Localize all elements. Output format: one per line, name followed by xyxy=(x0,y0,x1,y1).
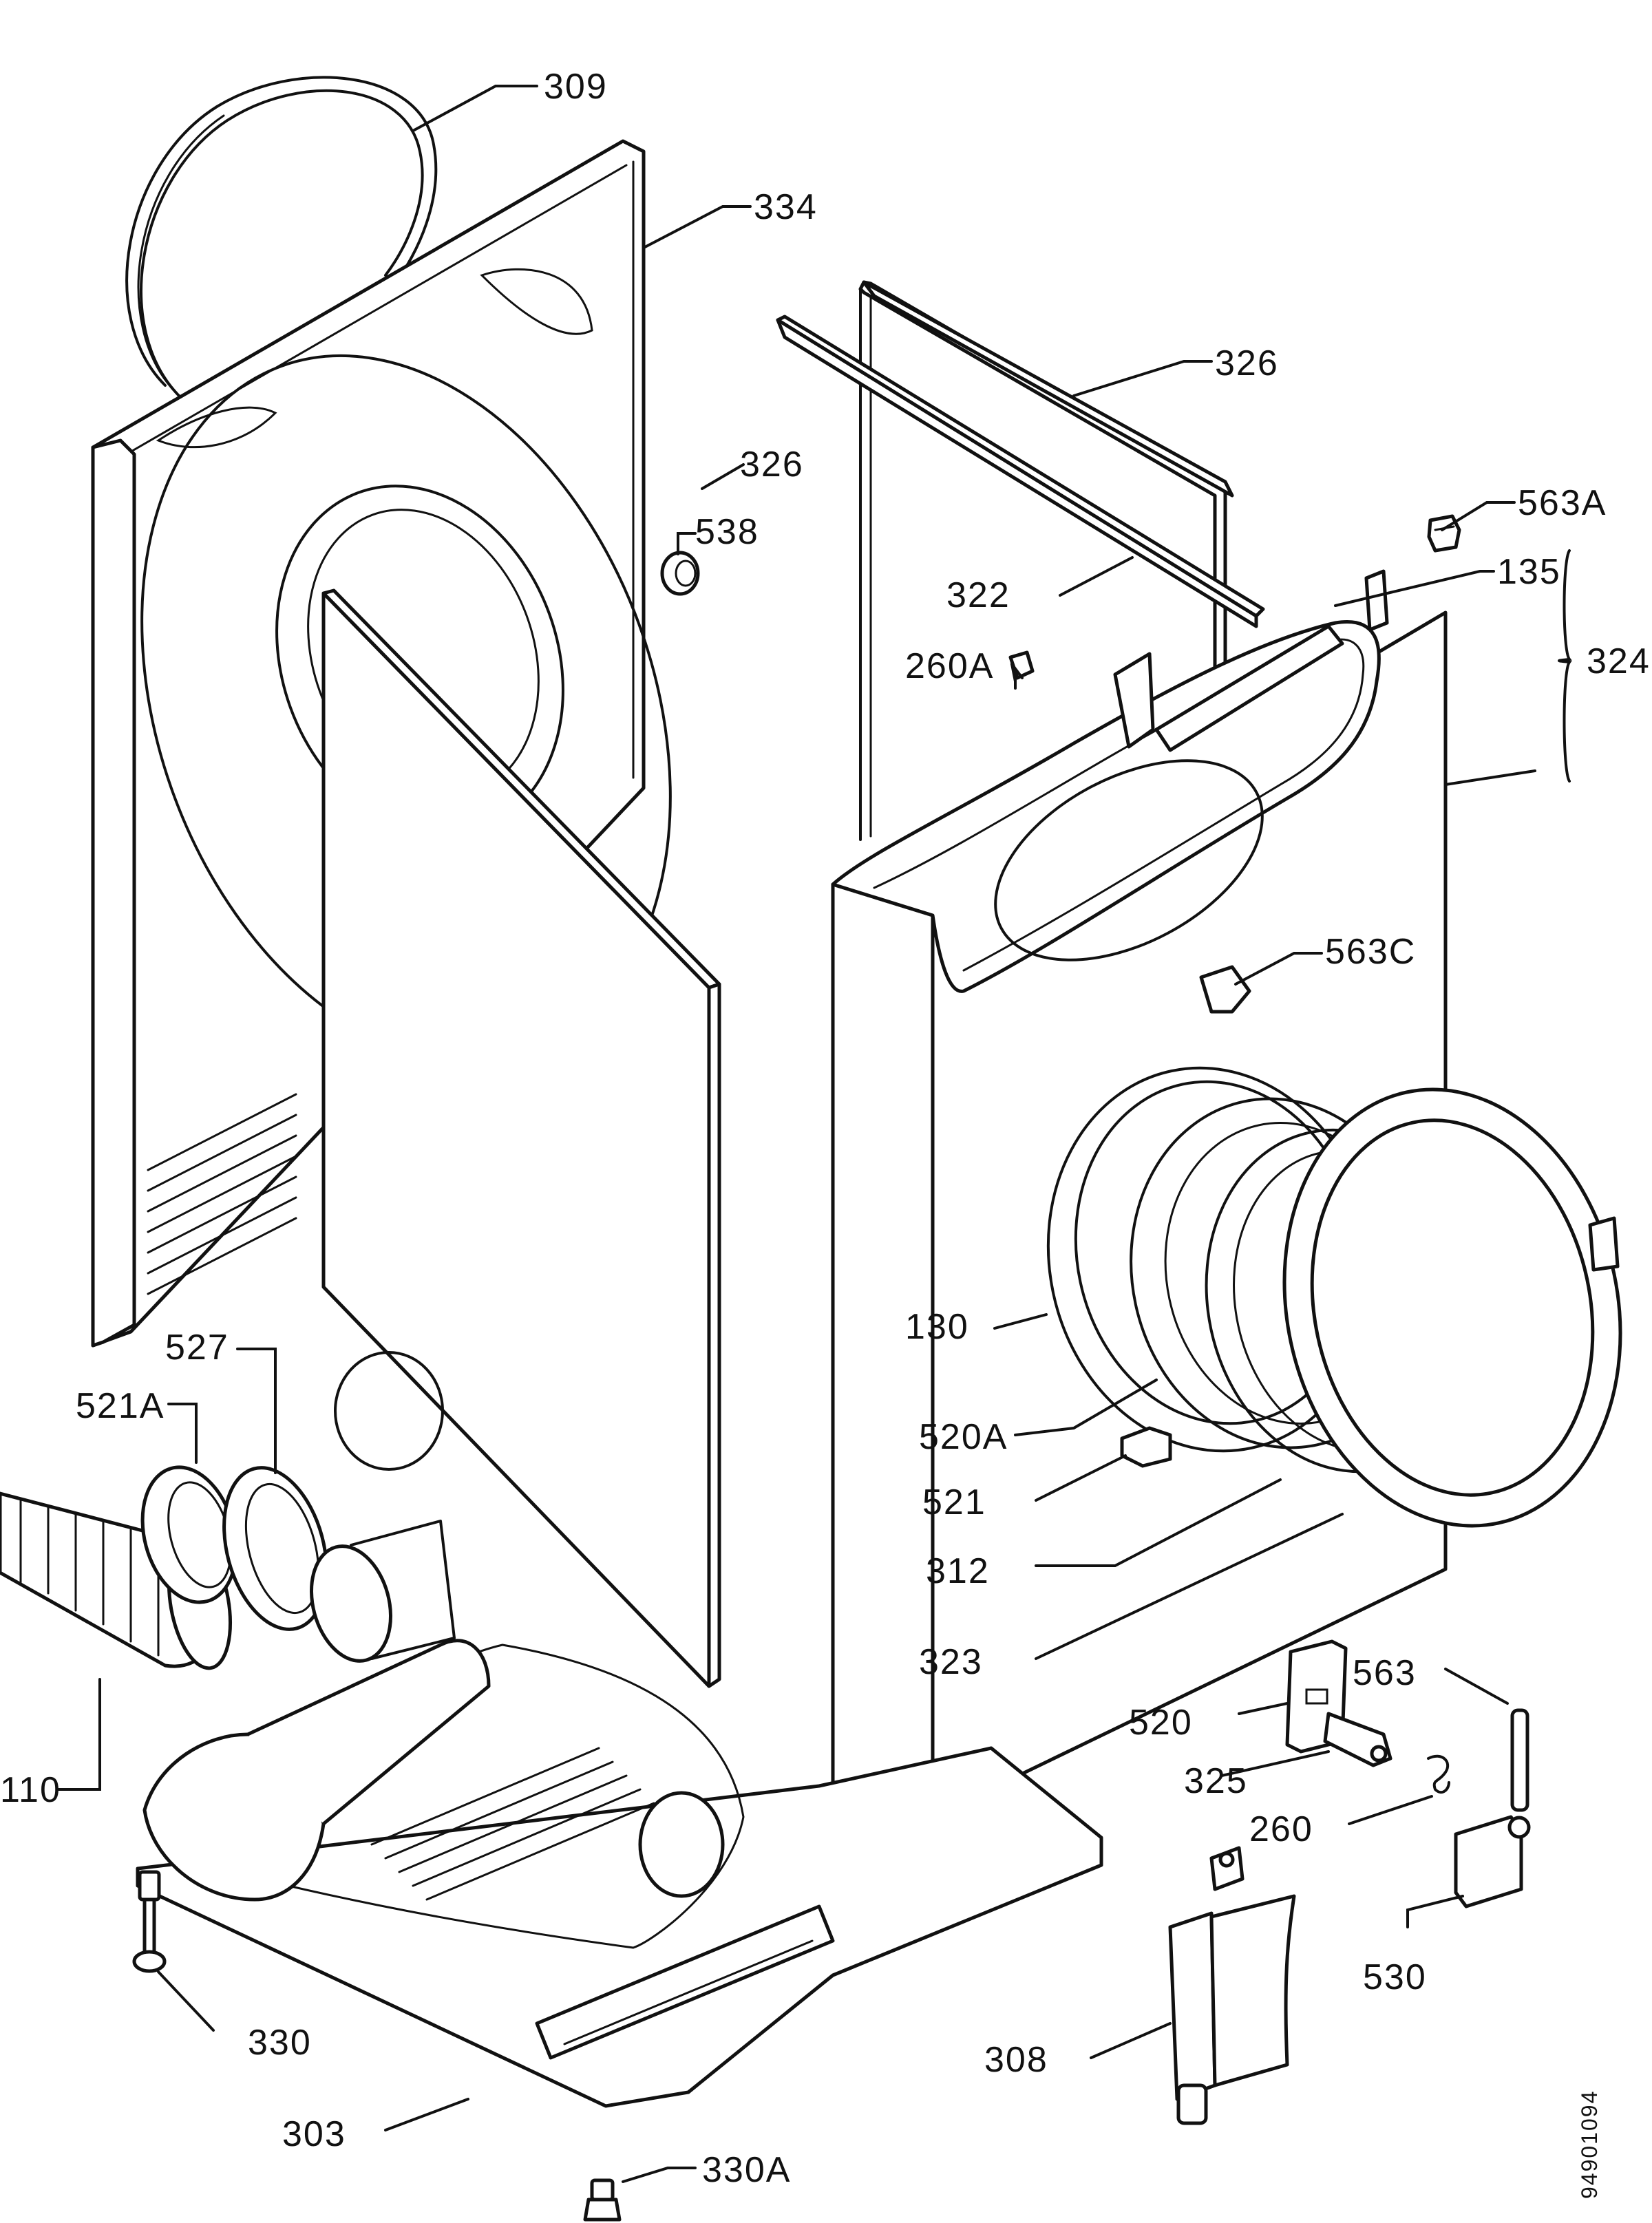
callout-130: 130 xyxy=(905,1307,969,1347)
rear-panel-vents xyxy=(147,1093,297,1295)
part-303-base xyxy=(136,1639,1103,2108)
part-324-cabinet xyxy=(831,569,1622,1819)
callout-322: 322 xyxy=(946,575,1010,615)
part-563C-catch xyxy=(1199,965,1251,1014)
callout-110: 110 xyxy=(0,1770,61,1810)
part-330-foot xyxy=(132,1870,167,1973)
callout-326-left: 326 xyxy=(740,445,804,485)
callout-521A: 521A xyxy=(76,1386,165,1426)
callout-308: 308 xyxy=(984,2040,1048,2080)
callout-260A: 260A xyxy=(905,646,994,686)
part-308-hinge xyxy=(1168,1846,1296,2125)
callout-530: 530 xyxy=(1363,1957,1427,1997)
drawing-code: 94901094 xyxy=(1577,2090,1602,2199)
callout-309: 309 xyxy=(544,67,608,107)
callout-563C: 563C xyxy=(1325,932,1416,972)
callout-260: 260 xyxy=(1249,1809,1313,1849)
callout-538: 538 xyxy=(695,512,759,552)
callout-563A: 563A xyxy=(1518,483,1607,523)
callout-303: 303 xyxy=(282,2114,346,2154)
part-323-door-outer-ring xyxy=(1282,1087,1622,1528)
part-530-hinge-block xyxy=(1454,1815,1531,1908)
part-563-pin xyxy=(1510,1708,1529,1812)
callout-326-top: 326 xyxy=(1215,343,1279,383)
part-527-duct-ring xyxy=(222,1466,328,1631)
callout-563: 563 xyxy=(1353,1653,1417,1693)
callout-527: 527 xyxy=(165,1328,229,1368)
callout-135: 135 xyxy=(1497,552,1561,592)
part-322-bar xyxy=(776,315,1265,628)
callout-312: 312 xyxy=(926,1551,990,1591)
part-309-seal-ring xyxy=(125,76,438,401)
callout-520A: 520A xyxy=(919,1417,1008,1457)
callout-324: 324 xyxy=(1587,641,1651,681)
callout-325: 325 xyxy=(1184,1761,1248,1801)
callout-330A: 330A xyxy=(702,2150,791,2190)
part-538-bushing xyxy=(660,551,700,596)
part-fan-duct-stub xyxy=(309,1520,456,1663)
part-325-lever xyxy=(1323,1712,1392,1767)
callout-323: 323 xyxy=(919,1642,983,1682)
callout-520: 520 xyxy=(1129,1703,1193,1743)
part-260-spring-clip xyxy=(1427,1754,1450,1794)
part-326-left-side-panel xyxy=(321,588,721,1688)
part-330A-foot xyxy=(583,2178,622,2222)
callout-521: 521 xyxy=(922,1482,986,1522)
part-521-door-catch xyxy=(1120,1426,1172,1468)
callout-334: 334 xyxy=(754,187,818,227)
callout-labels: 309 334 326 563A 538 322 135 324 260A 32… xyxy=(0,67,1651,2190)
leader-lines xyxy=(57,85,1572,2183)
callout-330: 330 xyxy=(248,2023,312,2063)
